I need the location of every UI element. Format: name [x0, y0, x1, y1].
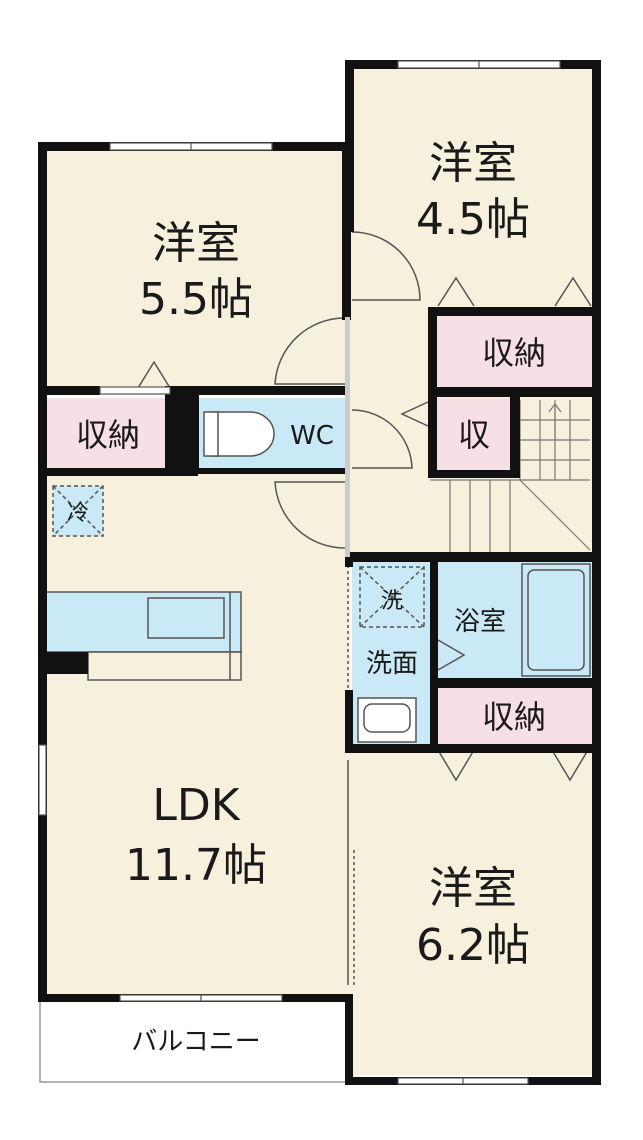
bedroom-6-2-floor — [350, 745, 595, 1075]
bedroom-5-5-size: 5.5帖 — [139, 274, 253, 325]
fridge-label: 冷 — [67, 501, 89, 526]
bedroom-4-5-size: 4.5帖 — [416, 194, 530, 245]
bath-door-marker — [437, 639, 466, 671]
ldk-floor — [45, 470, 350, 995]
hall-floor — [350, 311, 430, 556]
closet-door-4-5-a — [437, 276, 475, 307]
storage-small-floor — [435, 398, 515, 470]
storage-right-top-label: 収納 — [482, 334, 546, 372]
closet-door-6-2-a — [437, 749, 475, 782]
bedroom-4-5-floor — [350, 66, 595, 311]
storage-right-bottom-floor — [435, 686, 595, 744]
closet-door-4-5-b — [554, 276, 592, 307]
closet-door-6-2-b — [551, 749, 589, 782]
bath-label: 浴室 — [454, 607, 506, 637]
washer-label: 洗 — [381, 589, 403, 614]
storage-left-floor — [45, 398, 165, 470]
ldk-name: LDK — [152, 780, 240, 831]
storage-small-label: 収 — [458, 416, 490, 454]
window-ldk-side — [38, 744, 47, 816]
fridge-diagonal-b — [52, 485, 104, 537]
kitchen-counter — [44, 591, 242, 653]
bedroom-4-5-name: 洋室 — [429, 138, 517, 189]
washer-diagonal-b — [359, 566, 425, 628]
bedroom-6-2-name: 洋室 — [429, 863, 517, 914]
door-storage-5-5 — [99, 386, 171, 395]
washroom-label: 洗面 — [366, 649, 418, 679]
kitchen-sink — [147, 597, 225, 639]
door-swing-bedroom-4-5 — [351, 231, 421, 301]
bathtub-inner — [527, 569, 585, 671]
door-swing-wc — [351, 409, 413, 469]
storage-right-top-floor — [435, 315, 595, 390]
kitchen-bar — [87, 651, 242, 681]
windows — [38, 60, 561, 1085]
labels: 洋室 5.5帖 洋室 4.5帖 LDK 11.7帖 洋室 6.2帖 収納 収納 … — [67, 138, 546, 1057]
staircase — [430, 400, 591, 552]
bedroom-5-5-name: 洋室 — [152, 218, 240, 269]
storage-left-label: 収納 — [76, 416, 140, 454]
bathtub — [521, 563, 591, 677]
storage-right-bottom-label: 収納 — [482, 698, 546, 736]
bedroom-5-5-floor — [45, 150, 345, 390]
wc-label: WC — [290, 421, 334, 451]
door-swing-bedroom-5-5 — [274, 317, 346, 385]
closet-door-5-5 — [137, 360, 171, 389]
ldk-size: 11.7帖 — [125, 840, 267, 891]
balcony-floor — [39, 999, 351, 1083]
wash-bowl — [363, 703, 411, 733]
door-marker-hall — [400, 401, 429, 427]
fixtures — [44, 231, 592, 985]
bedroom-6-2-size: 6.2帖 — [416, 920, 530, 971]
door-swing-ldk — [274, 481, 346, 549]
toilet-bowl — [209, 411, 275, 457]
balcony-label: バルコニー — [131, 1027, 260, 1057]
toilet-tank — [203, 411, 219, 457]
